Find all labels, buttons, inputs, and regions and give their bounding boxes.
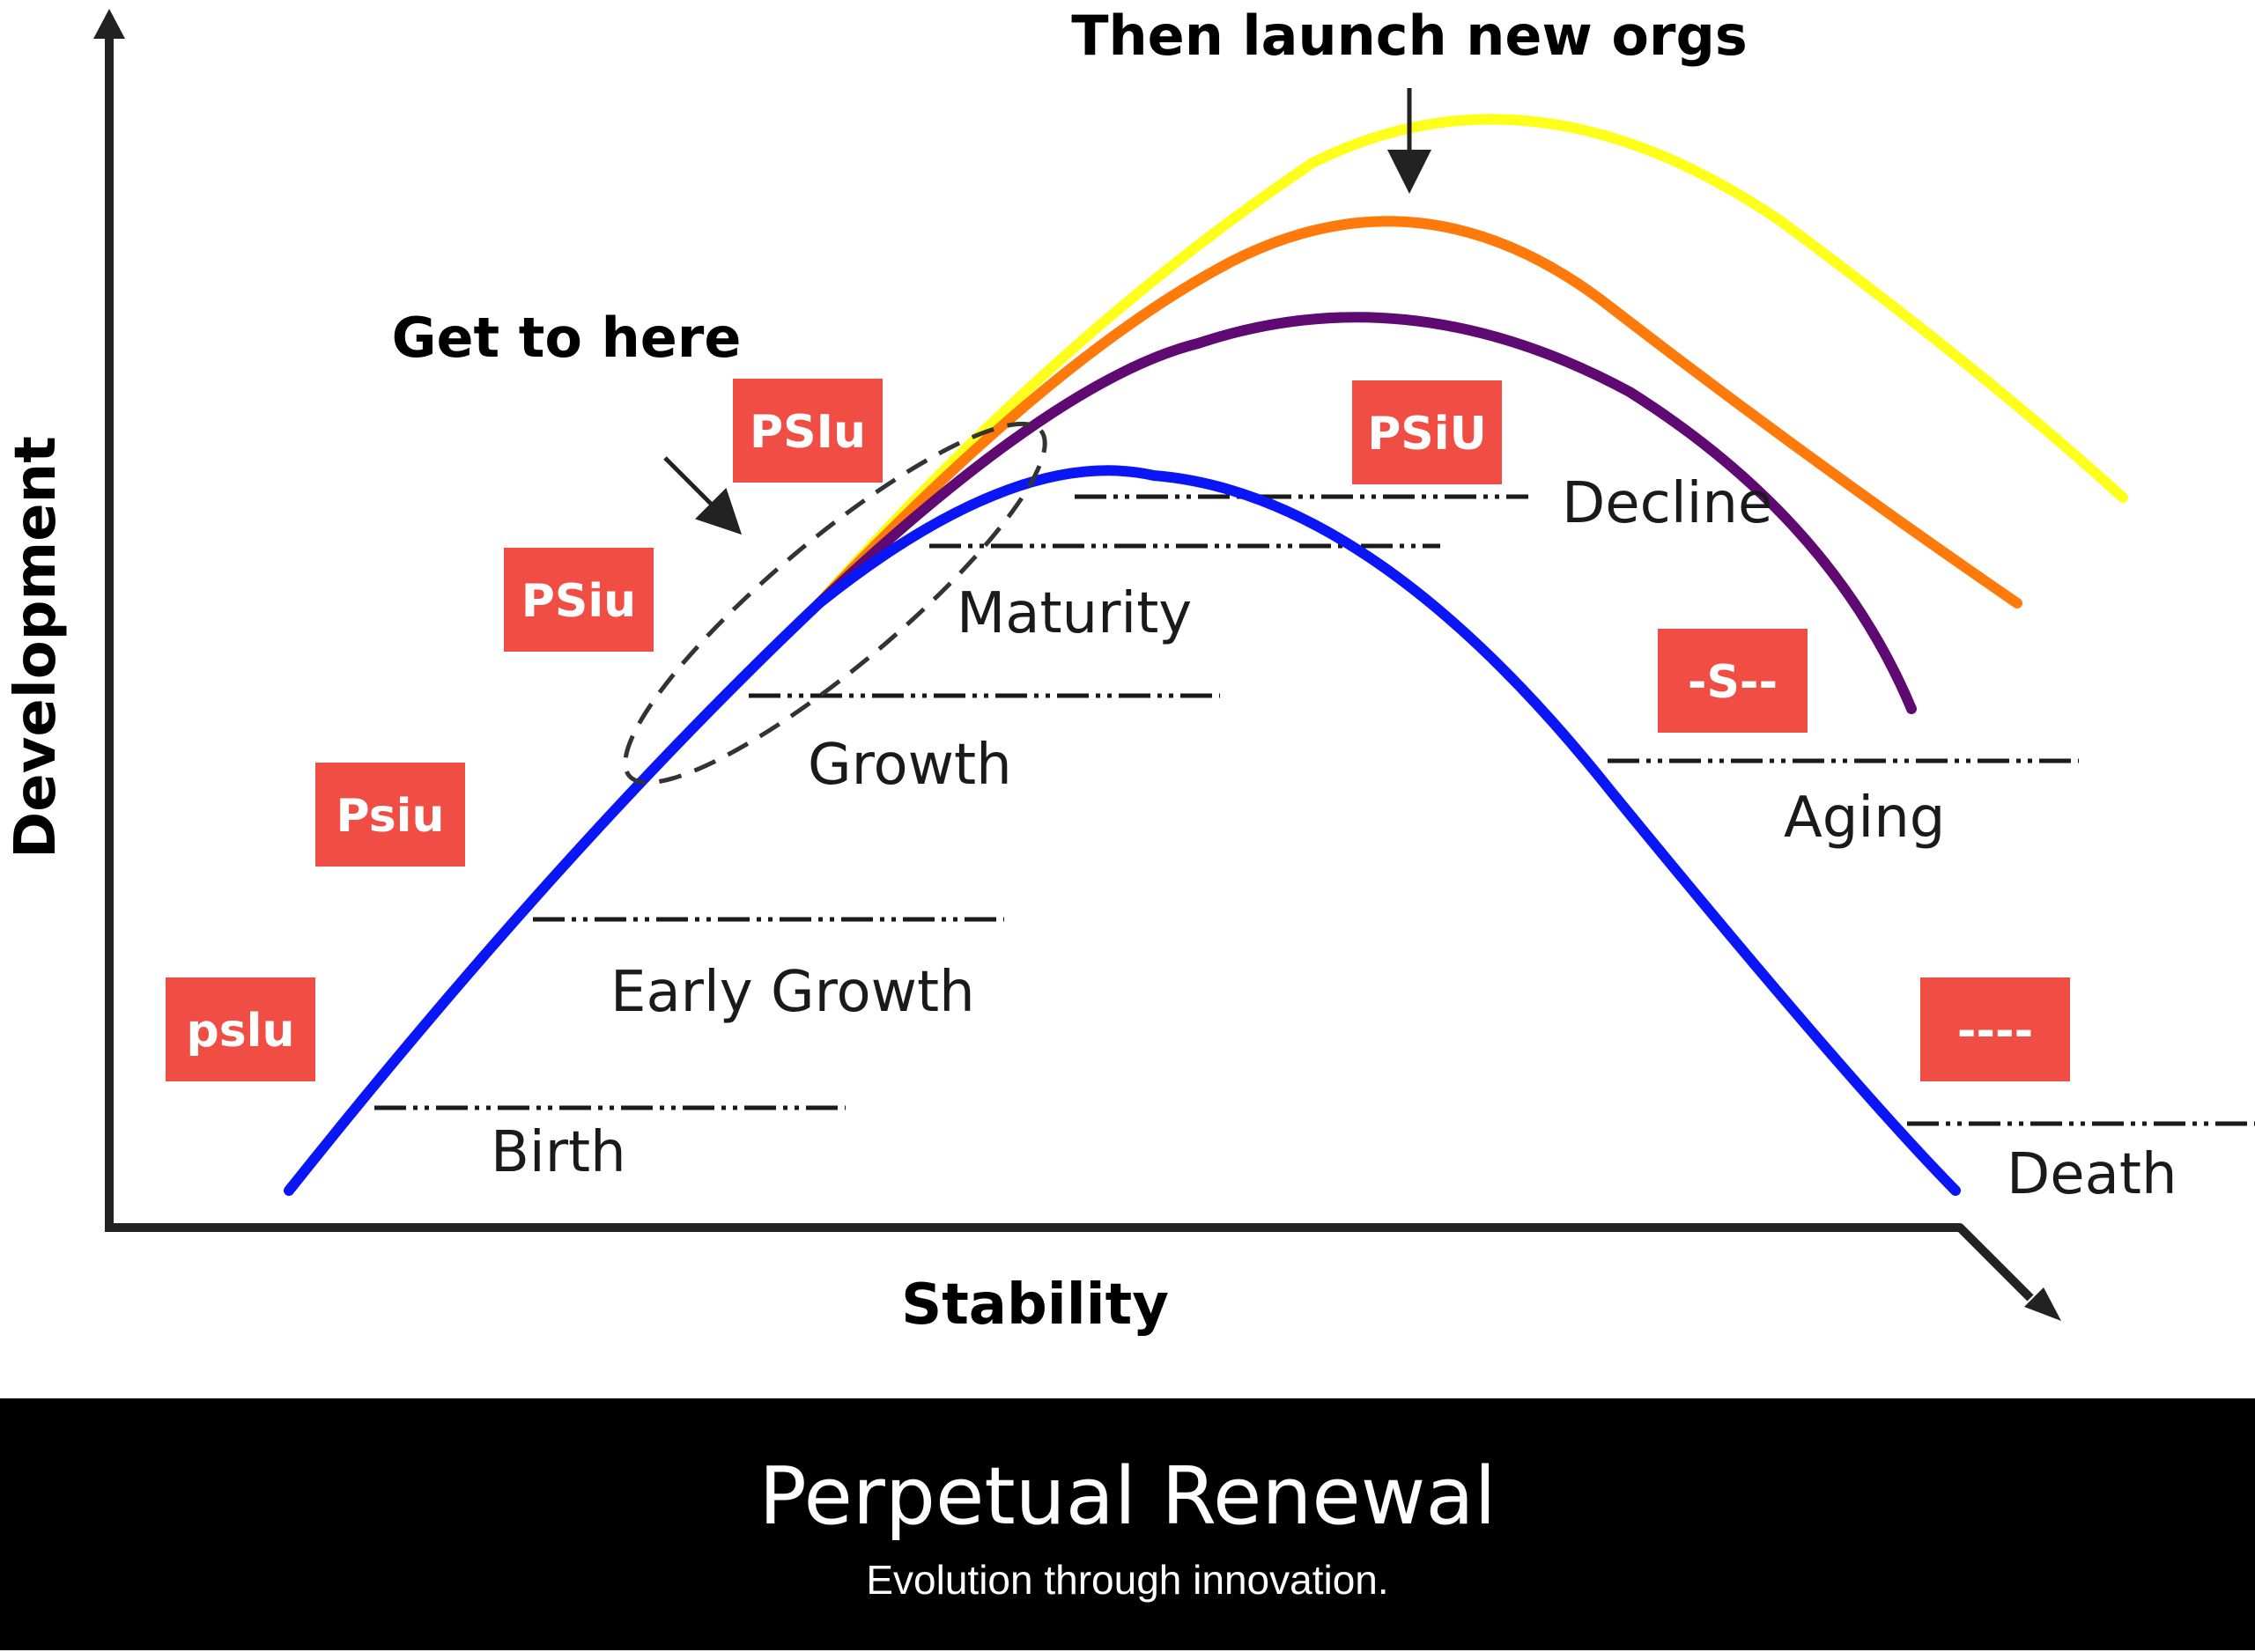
- get-to-here-ellipse: [623, 421, 1047, 785]
- badge-growth-text: PSiu: [521, 575, 636, 628]
- early-growth-label: Early Growth: [610, 960, 975, 1025]
- y-axis-title: Development: [4, 436, 69, 859]
- orange-curve: [814, 216, 2022, 608]
- then-launch-annotation: Then launch new orgs: [1071, 4, 1748, 68]
- decline-label: Decline: [1562, 471, 1772, 536]
- badge-death-text: ----: [1957, 1005, 2033, 1058]
- badge-birth-text: pslu: [186, 1005, 294, 1058]
- axes: [93, 9, 2061, 1321]
- death-label: Death: [2007, 1142, 2177, 1207]
- stage-lines: [374, 494, 2255, 1126]
- badge-aging: -S--: [1658, 629, 1808, 733]
- badge-birth: pslu: [166, 977, 315, 1081]
- growth-label: Growth: [808, 733, 1012, 798]
- aging-label: Aging: [1784, 785, 1945, 851]
- get-to-here-arrow: [663, 456, 743, 535]
- badge-decline-text: PSiU: [1367, 408, 1487, 461]
- footer-subtitle: Evolution through innovation.: [866, 1557, 1388, 1603]
- x-axis-arrowhead: [2024, 1287, 2061, 1321]
- badge-decline: PSiU: [1352, 380, 1502, 484]
- badge-maturity-text: PSIu: [750, 406, 866, 459]
- purple-curve: [814, 312, 1917, 714]
- x-axis-line: [105, 1223, 2034, 1302]
- badge-death: ----: [1920, 977, 2070, 1081]
- y-axis-arrowhead: [93, 9, 125, 39]
- badge-early-growth: Psiu: [315, 763, 465, 867]
- footer-banner: [0, 1398, 2255, 1650]
- get-to-here-annotation: Get to here: [392, 306, 742, 370]
- maturity-label: Maturity: [957, 581, 1192, 646]
- badge-early-growth-text: Psiu: [336, 790, 445, 843]
- badge-aging-text: -S--: [1688, 656, 1778, 709]
- blue-curve: [284, 465, 1961, 1196]
- badge-maturity: PSIu: [733, 379, 883, 483]
- badge-growth: PSiu: [504, 548, 654, 652]
- footer-title: Perpetual Renewal: [758, 1450, 1496, 1543]
- birth-label: Birth: [491, 1120, 626, 1185]
- x-axis-title: Stability: [901, 1272, 1169, 1338]
- yellow-curve: [814, 114, 2128, 608]
- curves: [284, 114, 2128, 1196]
